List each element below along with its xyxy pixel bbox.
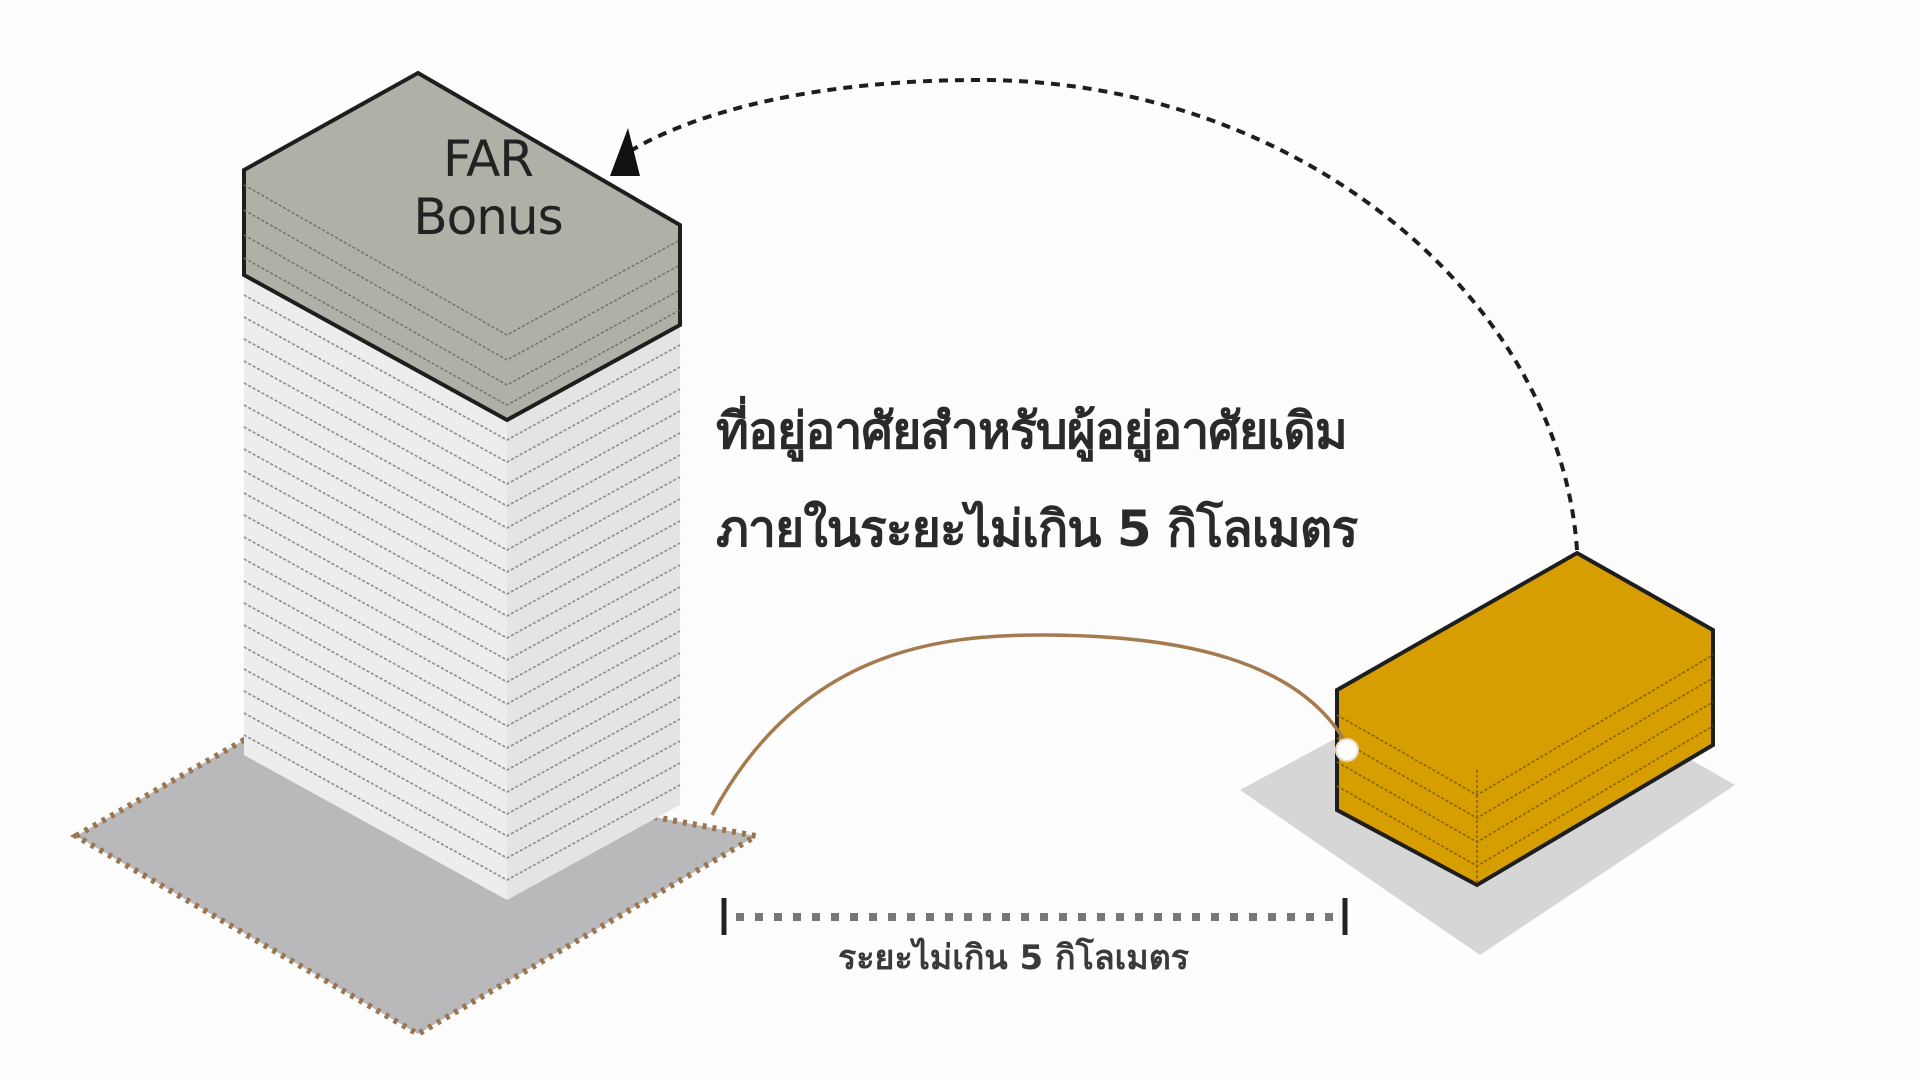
tower-body: [243, 275, 681, 900]
relocation-caption: ที่อยู่อาศัยสำหรับผู้อยู่อาศัยเดิม ภายใน…: [716, 382, 1358, 578]
bonus-dashed-arc: [630, 77, 1579, 551]
link-endpoint-dot: [1335, 738, 1359, 762]
far-bonus-label: FAR Bonus: [388, 130, 588, 246]
arrowhead-icon: [610, 128, 640, 176]
far-label-line2: Bonus: [413, 188, 563, 246]
relocation-building: [1335, 550, 1715, 888]
far-bonus-cap: [242, 70, 682, 423]
distance-dimension-line: [721, 898, 1348, 935]
far-label-line1: FAR: [442, 130, 534, 188]
caption-line1: ที่อยู่อาศัยสำหรับผู้อยู่อาศัยเดิม: [716, 402, 1348, 460]
link-curve: [710, 633, 1349, 816]
distance-label: ระยะไม่เกิน 5 กิโลเมตร: [838, 938, 1190, 978]
caption-line2: ภายในระยะไม่เกิน 5 กิโลเมตร: [716, 500, 1358, 558]
